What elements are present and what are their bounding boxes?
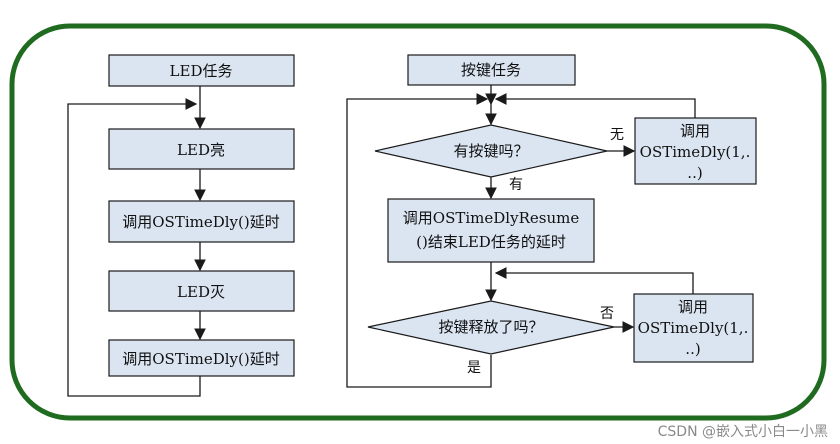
side1-line3: ..) [687, 164, 702, 182]
decision1-yes-label: 有 [509, 177, 523, 193]
led-off-label: LED灭 [177, 283, 225, 301]
decision-key-released [367, 300, 615, 355]
decision2-yes-label: 是 [467, 360, 481, 376]
side1-line1: 调用 [680, 122, 710, 140]
led-delay-box-1 [108, 200, 295, 243]
key-task-title-box [407, 54, 576, 86]
led-loop-line [67, 98, 201, 397]
decision-has-key-label: 有按键吗？ [453, 142, 528, 160]
side-delay-box-1 [634, 117, 757, 185]
led-delay-box-2 [108, 339, 295, 377]
watermark: CSDN @嵌入式小白一小黑 [658, 424, 828, 440]
outer-frame [9, 23, 827, 421]
side2-line2: OSTimeDly(1,. [638, 319, 749, 337]
resume-line1: 调用OSTimeDlyResume [403, 209, 580, 227]
led-on-box [108, 128, 295, 170]
side2-line1: 调用 [678, 298, 708, 316]
side2-line3: ..) [685, 340, 700, 358]
key-task-flow: 按键任务 有按键吗？ 无 调用 OSTimeDly(1,. ..) 有 调用OS… [346, 54, 757, 388]
led-task-title: LED任务 [170, 62, 233, 80]
decision-key-released-label: 按键释放了吗？ [438, 318, 543, 336]
led-delay-label-1: 调用OSTimeDly()延时 [122, 213, 279, 231]
side-delay-box-2 [633, 293, 754, 363]
side2-return-line [494, 267, 694, 294]
resume-action-box [387, 198, 595, 263]
resume-line2: ()结束LED任务的延时 [416, 233, 566, 251]
led-task-flow: LED任务 LED亮 调用OSTimeDly()延时 LED灭 调用OSTime… [67, 54, 295, 397]
side1-line2: OSTimeDly(1,. [640, 143, 751, 161]
led-on-label: LED亮 [177, 141, 225, 159]
led-off-box [108, 270, 295, 312]
led-delay-label-2: 调用OSTimeDly()延时 [122, 350, 279, 368]
key-task-title: 按键任务 [461, 61, 521, 79]
decision2-no-label: 否 [600, 306, 614, 322]
key-loop-line [346, 93, 492, 388]
side1-return-line [494, 93, 696, 118]
decision1-no-label: 无 [610, 127, 624, 143]
led-task-title-box [108, 54, 295, 87]
